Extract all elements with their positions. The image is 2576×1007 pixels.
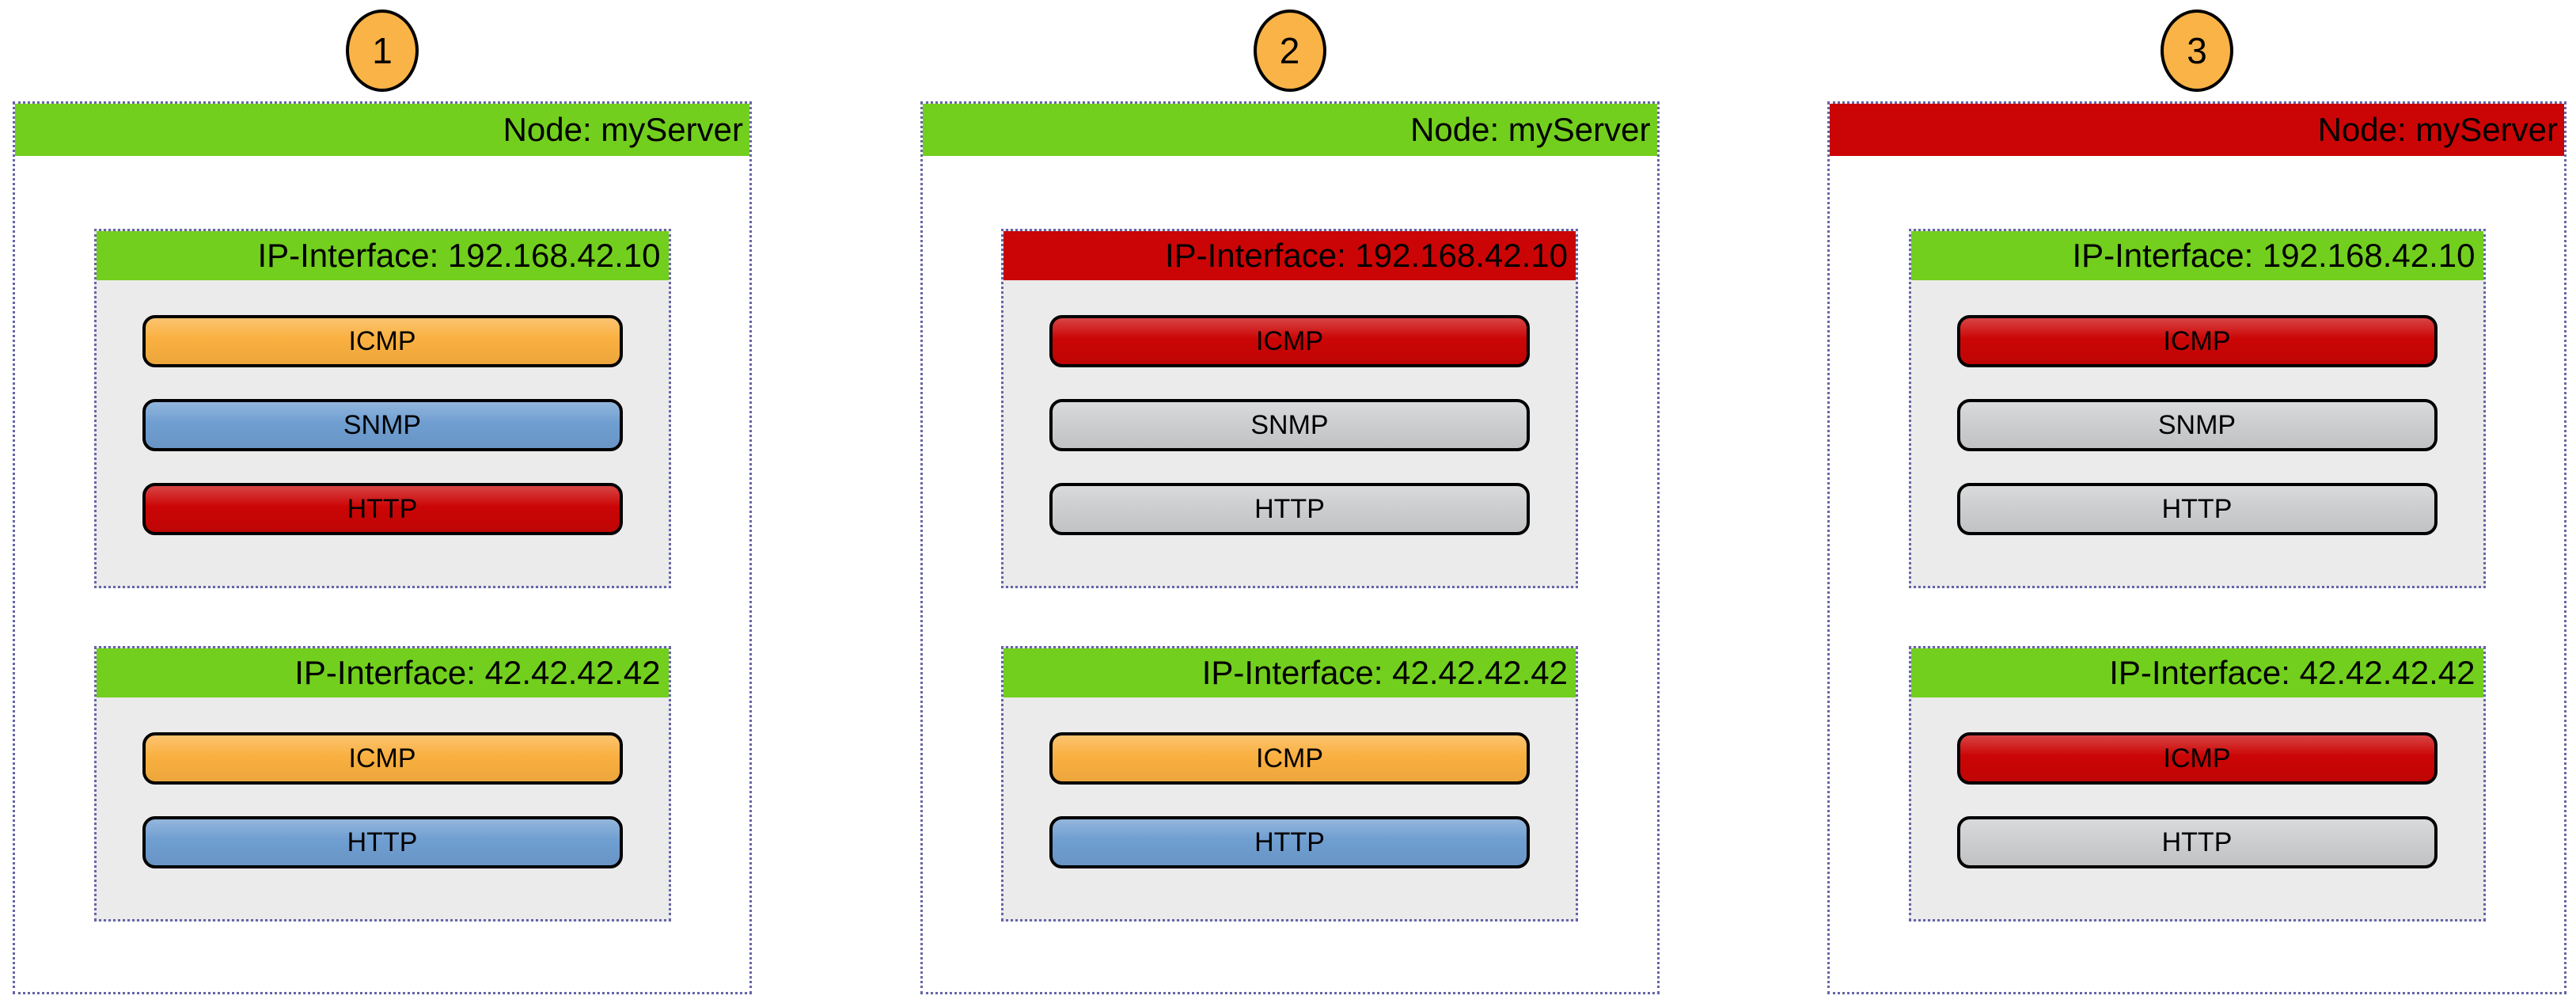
protocol-button-http: HTTP — [1049, 816, 1530, 868]
interface-header: IP-Interface: 192.168.42.10 — [1003, 231, 1576, 280]
node-body: IP-Interface: 192.168.42.10 ICMP SNMP HT… — [15, 156, 749, 922]
protocol-button-snmp: SNMP — [1956, 399, 2438, 451]
protocol-button-icmp: ICMP — [1956, 315, 2438, 367]
scenario-column-1: 1 Node: myServer IP-Interface: 192.168.4… — [13, 10, 752, 1007]
node-box: Node: myServer IP-Interface: 192.168.42.… — [1827, 101, 2567, 994]
step-number: 2 — [1279, 30, 1300, 71]
step-badge-3: 3 — [2161, 10, 2233, 92]
node-header: Node: myServer — [15, 104, 749, 156]
interface-body: ICMP HTTP — [1911, 697, 2483, 919]
protocol-button-icmp: ICMP — [1956, 732, 2438, 785]
interface-box: IP-Interface: 42.42.42.42 ICMP HTTP — [93, 646, 671, 922]
interface-body: ICMP SNMP HTTP — [1003, 280, 1576, 586]
interface-header: IP-Interface: 192.168.42.10 — [96, 231, 669, 280]
protocol-button-icmp: ICMP — [142, 732, 623, 785]
protocol-button-icmp: ICMP — [1049, 315, 1530, 367]
protocol-button-http: HTTP — [1049, 483, 1530, 535]
step-number: 1 — [372, 30, 393, 71]
step-badge-1: 1 — [346, 10, 419, 92]
interface-box: IP-Interface: 192.168.42.10 ICMP SNMP HT… — [1908, 229, 2486, 588]
interface-body: ICMP SNMP HTTP — [97, 280, 669, 586]
interface-body: ICMP SNMP HTTP — [1911, 280, 2483, 586]
protocol-button-http: HTTP — [1956, 483, 2438, 535]
node-box: Node: myServer IP-Interface: 192.168.42.… — [920, 101, 1660, 994]
protocol-button-snmp: SNMP — [142, 399, 623, 451]
interface-body: ICMP HTTP — [97, 697, 669, 919]
interface-box: IP-Interface: 192.168.42.10 ICMP SNMP HT… — [93, 229, 671, 588]
interface-box: IP-Interface: 42.42.42.42 ICMP HTTP — [1001, 646, 1578, 922]
node-box: Node: myServer IP-Interface: 192.168.42.… — [13, 101, 752, 994]
node-header: Node: myServer — [1830, 104, 2564, 156]
interface-header: IP-Interface: 42.42.42.42 — [1003, 648, 1576, 697]
interface-header: IP-Interface: 192.168.42.10 — [1910, 231, 2483, 280]
scenario-column-3: 3 Node: myServer IP-Interface: 192.168.4… — [1827, 10, 2567, 1007]
protocol-button-http: HTTP — [1956, 816, 2438, 868]
interface-box: IP-Interface: 192.168.42.10 ICMP SNMP HT… — [1001, 229, 1578, 588]
protocol-button-snmp: SNMP — [1049, 399, 1530, 451]
node-header: Node: myServer — [922, 104, 1657, 156]
protocol-button-icmp: ICMP — [142, 315, 623, 367]
interface-header: IP-Interface: 42.42.42.42 — [96, 648, 669, 697]
node-body: IP-Interface: 192.168.42.10 ICMP SNMP HT… — [923, 156, 1657, 922]
interface-body: ICMP HTTP — [1003, 697, 1576, 919]
node-body: IP-Interface: 192.168.42.10 ICMP SNMP HT… — [1830, 156, 2564, 922]
interface-header: IP-Interface: 42.42.42.42 — [1910, 648, 2483, 697]
scenario-column-2: 2 Node: myServer IP-Interface: 192.168.4… — [920, 10, 1660, 1007]
protocol-button-http: HTTP — [142, 483, 623, 535]
protocol-button-icmp: ICMP — [1049, 732, 1530, 785]
protocol-button-http: HTTP — [142, 816, 623, 868]
step-badge-2: 2 — [1253, 10, 1326, 92]
interface-box: IP-Interface: 42.42.42.42 ICMP HTTP — [1908, 646, 2486, 922]
step-number: 3 — [2187, 30, 2207, 71]
